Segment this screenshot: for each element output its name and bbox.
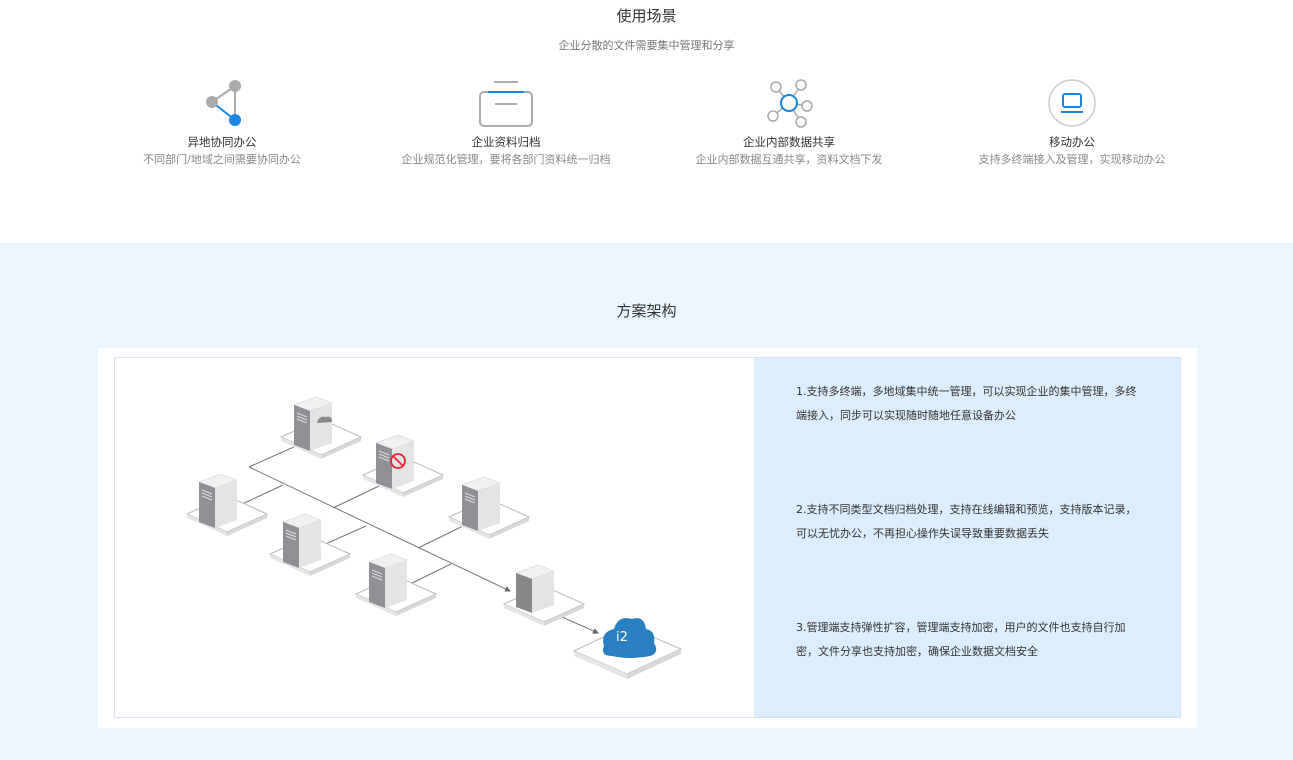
scene-desc: 企业内部数据互通共享，资料文档下发 xyxy=(695,153,883,166)
scene-mobile-office: 移动办公 支持多终端接入及管理，实现移动办公 xyxy=(962,76,1182,168)
scene-desc: 企业规范化管理，要将各部门资料统一归档 xyxy=(401,153,611,166)
server-monitor xyxy=(269,513,351,577)
architecture-section: 方案架构 xyxy=(0,243,1293,760)
scene-desc: 不同部门/地域之间需要协同办公 xyxy=(143,153,301,166)
feature-point: 3.管理端支持弹性扩容，管理端支持加密，用户的文件也支持自行加密，文件分享也支持… xyxy=(796,621,1126,658)
laptop-circle-icon xyxy=(962,76,1182,130)
architecture-title: 方案架构 xyxy=(616,302,677,320)
scene-title: 移动办公 xyxy=(1049,135,1095,149)
i2-cloud-icon: i2 xyxy=(603,618,657,658)
scenes-title: 使用场景 xyxy=(616,7,677,25)
server-cloud xyxy=(280,396,362,460)
archive-box-icon xyxy=(396,76,616,130)
share-hub-icon xyxy=(679,76,899,130)
scene-title: 企业资料归档 xyxy=(471,135,541,149)
server-left xyxy=(186,473,268,537)
feature-point: 2.支持不同类型文档归档处理，支持在线编辑和预览，支持版本记录，可以无忧办公，不… xyxy=(796,503,1137,540)
server-right xyxy=(448,476,530,540)
scene-remote-collab: 异地协同办公 不同部门/地域之间需要协同办公 xyxy=(112,76,332,168)
svg-text:i2: i2 xyxy=(616,630,628,645)
scene-desc: 支持多终端接入及管理，实现移动办公 xyxy=(978,153,1166,166)
scene-internal-share: 企业内部数据共享 企业内部数据互通共享，资料文档下发 xyxy=(679,76,899,168)
architecture-features: 1.支持多终端，多地域集中统一管理，可以实现企业的集中管理，多终端接入，同步可以… xyxy=(754,358,1180,717)
scene-archive: 企业资料归档 企业规范化管理，要将各部门资料统一归档 xyxy=(396,76,616,168)
scenes-subtitle: 企业分散的文件需要集中管理和分享 xyxy=(558,39,735,52)
server-rack xyxy=(503,564,585,627)
network-lines xyxy=(237,445,599,634)
scenes-section: 使用场景 企业分散的文件需要集中管理和分享 异地协同办公 不同部门/地域之间需要… xyxy=(0,0,1293,243)
architecture-panel: i2 1.支持多终端，多地域集中统一管理，可以实现企业的集中管理，多终端接入，同… xyxy=(98,348,1197,728)
scene-title: 异地协同办公 xyxy=(187,135,257,149)
network-triangle-icon xyxy=(112,76,332,130)
server-blocked xyxy=(362,434,444,498)
server-globe xyxy=(355,553,437,617)
feature-point: 1.支持多终端，多地域集中统一管理，可以实现企业的集中管理，多终端接入，同步可以… xyxy=(796,385,1137,422)
scene-title: 企业内部数据共享 xyxy=(743,135,835,149)
architecture-diagram: i2 xyxy=(115,358,754,717)
